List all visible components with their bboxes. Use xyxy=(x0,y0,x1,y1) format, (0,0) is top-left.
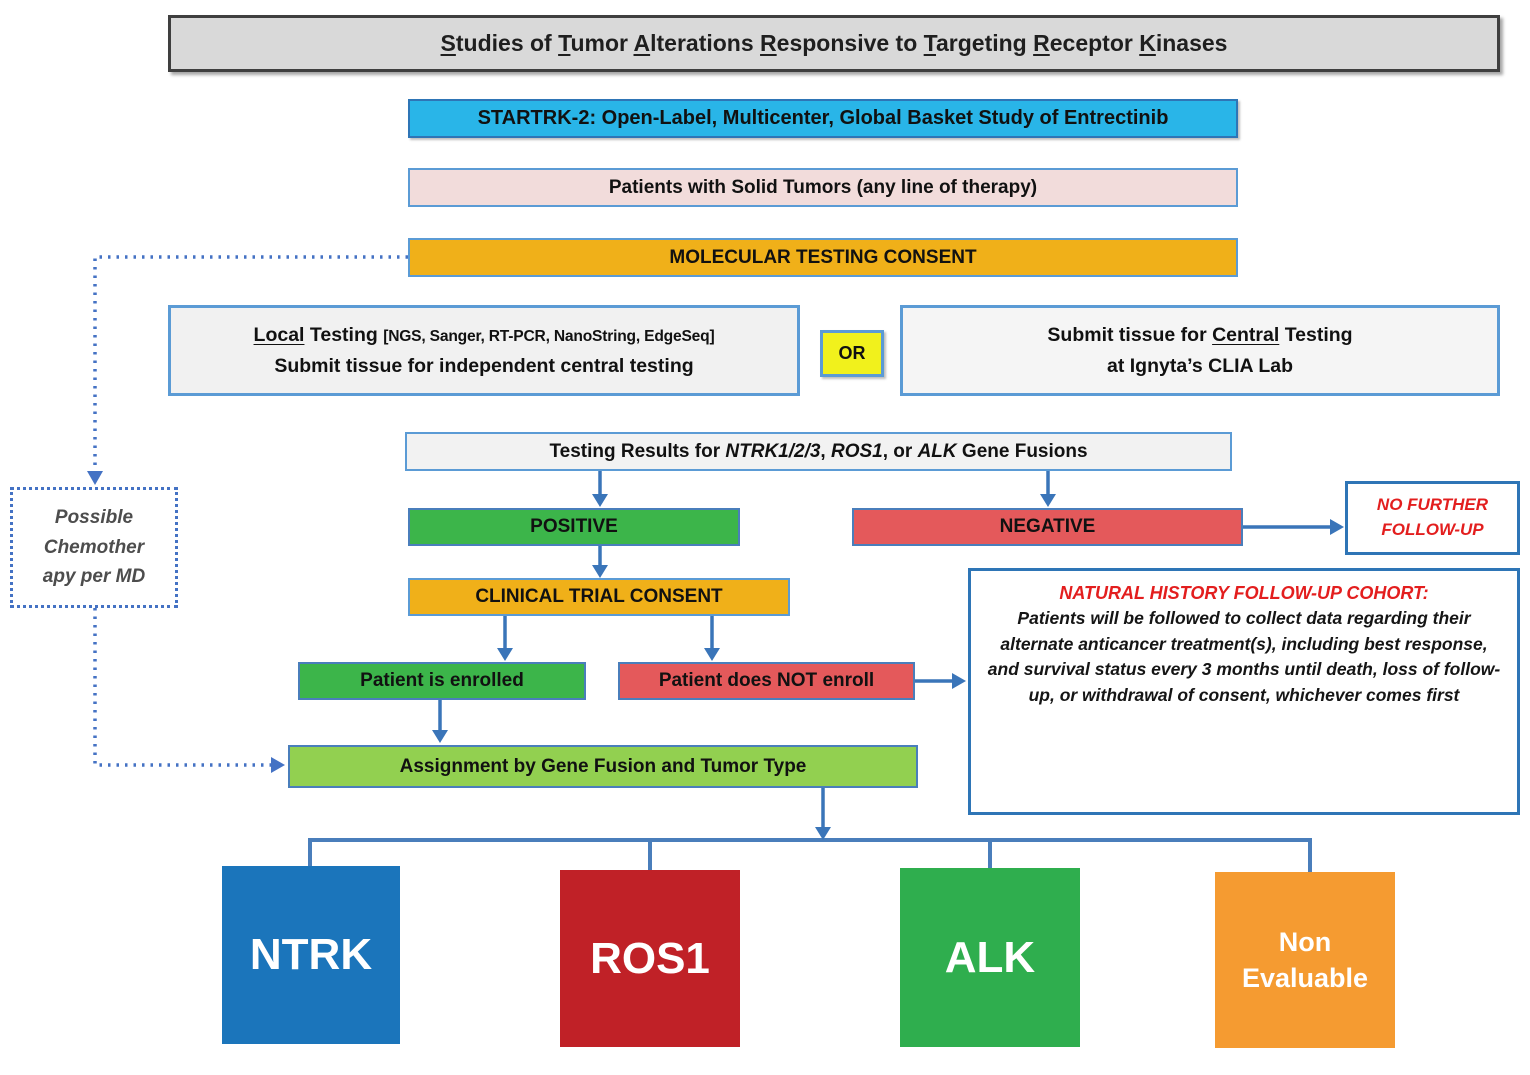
cohort-ntrk: NTRK xyxy=(222,866,400,1044)
positive-node: POSITIVE xyxy=(408,508,740,546)
central-testing-line2: at Ignyta’s CLIA Lab xyxy=(1107,354,1293,377)
study-title-text: Studies of Tumor Alterations Responsive … xyxy=(440,30,1228,56)
patient-not-enrolled-label: Patient does NOT enroll xyxy=(658,670,875,691)
arrowheads xyxy=(432,494,1344,840)
testing-results-label: Testing Results for NTRK1/2/3, ROS1, or … xyxy=(549,440,1088,462)
solid-arrows xyxy=(438,471,1332,828)
patient-not-enrolled-node: Patient does NOT enroll xyxy=(618,662,915,700)
negative-label: NEGATIVE xyxy=(999,516,1096,537)
cohort-ntrk-label: NTRK xyxy=(249,930,373,979)
dotted-chemo-path xyxy=(93,255,408,767)
natural-history-title: NATURAL HISTORY FOLLOW-UP COHORT: xyxy=(1059,583,1429,603)
cohort-alk: ALK xyxy=(900,868,1080,1047)
natural-history-body: Patients will be followed to collect dat… xyxy=(987,608,1501,705)
testing-results-node: Testing Results for NTRK1/2/3, ROS1, or … xyxy=(405,432,1232,471)
local-testing-line1: Local Testing [NGS, Sanger, RT-PCR, Nano… xyxy=(253,324,715,347)
startrk2-label: STARTRK-2: Open-Label, Multicenter, Glob… xyxy=(477,107,1169,129)
assignment-node: Assignment by Gene Fusion and Tumor Type xyxy=(288,745,918,788)
or-label: OR xyxy=(838,343,866,363)
local-testing-node: Local Testing [NGS, Sanger, RT-PCR, Nano… xyxy=(168,305,800,396)
negative-node: NEGATIVE xyxy=(852,508,1243,546)
local-testing-line2: Submit tissue for independent central te… xyxy=(274,354,694,377)
assignment-label: Assignment by Gene Fusion and Tumor Type xyxy=(399,755,807,777)
cohort-ros1-label: ROS1 xyxy=(590,933,710,983)
clinical-trial-consent-node: CLINICAL TRIAL CONSENT xyxy=(408,578,790,616)
or-node: OR xyxy=(820,330,884,377)
patients-node: Patients with Solid Tumors (any line of … xyxy=(408,168,1238,207)
molecular-testing-consent-node: MOLECULAR TESTING CONSENT xyxy=(408,238,1238,277)
patient-enrolled-label: Patient is enrolled xyxy=(360,670,524,691)
cohort-alk-label: ALK xyxy=(944,932,1036,982)
cohort-non-evaluable: Non Evaluable xyxy=(1215,872,1395,1048)
central-testing-node: Submit tissue for Central Testing at Ign… xyxy=(900,305,1500,396)
patients-label: Patients with Solid Tumors (any line of … xyxy=(608,176,1038,198)
startrk2-banner: STARTRK-2: Open-Label, Multicenter, Glob… xyxy=(408,99,1238,138)
cohort-ros1: ROS1 xyxy=(560,870,740,1047)
natural-history-cohort-node: NATURAL HISTORY FOLLOW-UP COHORT: Patien… xyxy=(968,568,1520,815)
positive-label: POSITIVE xyxy=(530,516,618,537)
study-title-bar: Studies of Tumor Alterations Responsive … xyxy=(168,15,1500,72)
molecular-consent-label: MOLECULAR TESTING CONSENT xyxy=(669,246,977,268)
patient-enrolled-node: Patient is enrolled xyxy=(298,662,586,700)
clinical-trial-consent-label: CLINICAL TRIAL CONSENT xyxy=(475,586,723,607)
cohort-non-evaluable-label: Non Evaluable xyxy=(1241,926,1369,993)
central-testing-line1: Submit tissue for Central Testing xyxy=(1047,324,1353,347)
cohort-branch-lines xyxy=(308,838,1312,872)
dotted-arrowheads xyxy=(87,471,285,773)
